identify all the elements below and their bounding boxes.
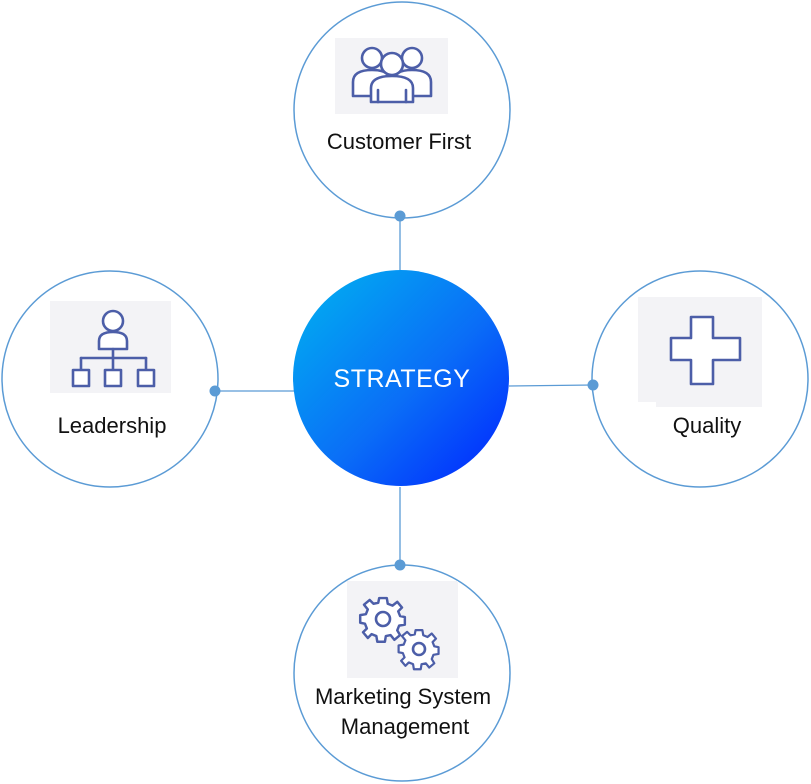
node-right: Quality	[638, 297, 762, 438]
org-chart-icon	[71, 309, 156, 388]
node-left: Leadership	[50, 301, 171, 438]
node-label-left: Leadership	[58, 413, 167, 438]
node-top: Customer First	[327, 38, 471, 154]
connector-dot-top	[394, 210, 406, 222]
center-circle[interactable]	[293, 270, 509, 486]
node-label-right: Quality	[673, 413, 741, 438]
plus-cross-icon	[669, 315, 742, 386]
node-label-top: Customer First	[327, 129, 471, 154]
connector-dot-bottom	[394, 559, 406, 571]
node-label-bottom-line1: Marketing System	[315, 684, 491, 709]
people-group-icon	[351, 46, 433, 104]
connectors	[215, 216, 594, 565]
icon-background-right-gap	[638, 402, 656, 408]
connector-dot-right	[587, 379, 599, 391]
node-label-bottom-line2: Management	[341, 714, 469, 739]
connector-dot-left	[209, 385, 221, 397]
connector-dots	[209, 210, 599, 571]
center-label: STRATEGY	[334, 365, 471, 393]
gears-icon	[358, 596, 440, 671]
connector-right	[508, 384, 594, 387]
node-bottom: Marketing System Management	[315, 581, 491, 739]
